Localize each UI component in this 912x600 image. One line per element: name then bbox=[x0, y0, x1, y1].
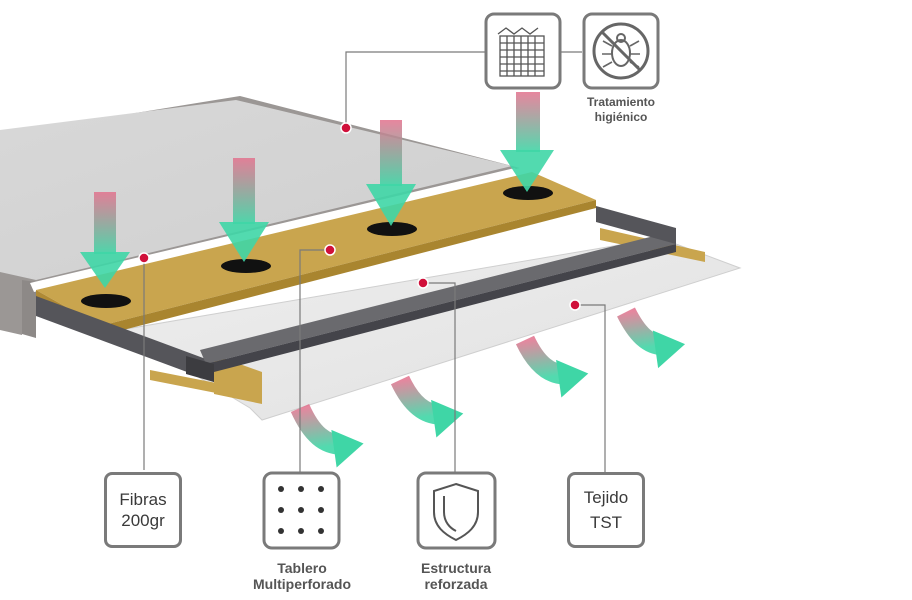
reinforced-frame bbox=[36, 206, 676, 382]
estructura-caption-line2: reforzada bbox=[424, 576, 488, 592]
perforated-board-icon bbox=[262, 471, 341, 550]
leader-lines bbox=[143, 51, 606, 472]
board-holes bbox=[81, 186, 553, 308]
airflow-arrows-curved bbox=[290, 307, 686, 468]
shield-icon bbox=[416, 471, 497, 550]
fiber-mesh-icon bbox=[484, 12, 562, 90]
arrow-down-1 bbox=[80, 192, 130, 288]
fibras-label-line1: Fibras bbox=[119, 490, 167, 509]
airflow-arrows-down bbox=[80, 92, 554, 288]
tejido-label-line1: Tejido bbox=[583, 488, 629, 507]
marker-dots bbox=[138, 122, 581, 311]
fibras-label-box: Fibras 200gr bbox=[104, 472, 182, 548]
tratamiento-caption: Tratamiento higiénico bbox=[574, 95, 668, 125]
tratamiento-caption-line1: Tratamiento bbox=[586, 95, 655, 109]
tablero-caption-line1: Tablero bbox=[277, 560, 327, 576]
estructura-caption: Estructura reforzada bbox=[406, 560, 506, 592]
anti-bug-icon bbox=[582, 12, 660, 90]
tablero-caption: Tablero Multiperforado bbox=[240, 560, 364, 592]
tejido-label-line2: TST bbox=[589, 513, 623, 532]
arrow-down-2 bbox=[219, 158, 269, 262]
arrow-down-4 bbox=[500, 92, 554, 192]
fibras-label-line2: 200gr bbox=[121, 511, 165, 530]
tejido-label-box: Tejido TST bbox=[567, 472, 645, 548]
tablero-caption-line2: Multiperforado bbox=[253, 576, 351, 592]
arrow-down-3 bbox=[366, 120, 416, 226]
estructura-caption-line1: Estructura bbox=[420, 560, 492, 576]
tratamiento-caption-line2: higiénico bbox=[594, 110, 648, 124]
